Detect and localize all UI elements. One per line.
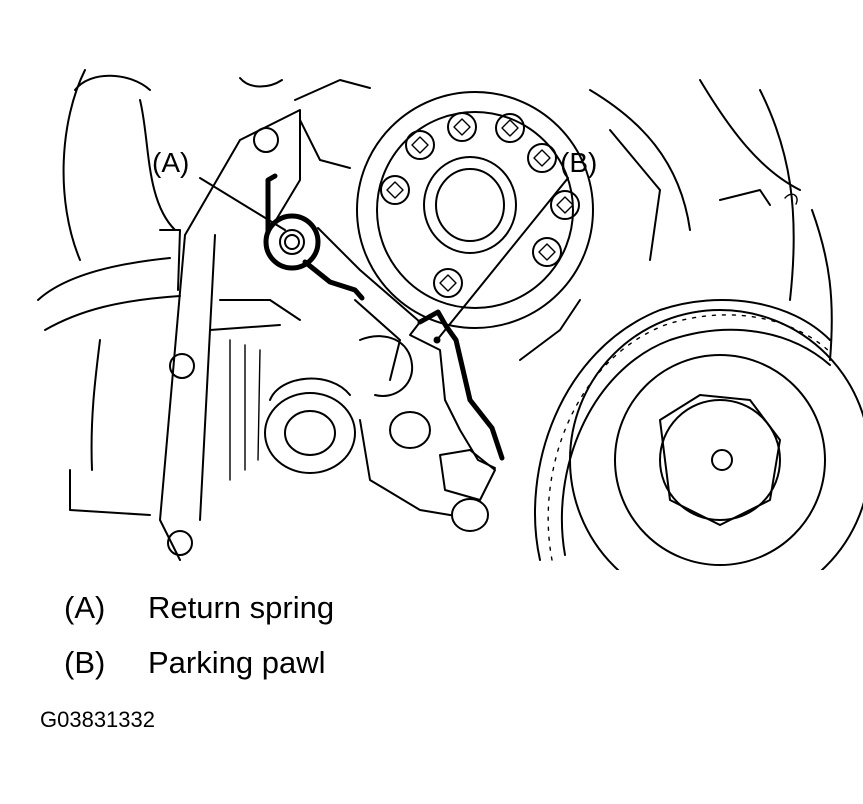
legend-row-b: (B) Parking pawl — [64, 645, 325, 681]
callout-b: (B) — [436, 147, 597, 341]
flange-bolts — [380, 112, 580, 298]
callout-a-label: (A) — [152, 147, 189, 178]
legend-row-a: (A) Return spring — [64, 590, 334, 626]
callout-a: (A) — [152, 147, 286, 231]
lower-shaft — [264, 299, 496, 532]
legend-key-a: (A) — [64, 590, 106, 625]
housing-outline — [37, 69, 371, 516]
legend-label-a: Return spring — [148, 590, 335, 625]
bolted-flange — [356, 91, 594, 329]
return-spring — [263, 173, 421, 323]
right-housing — [519, 79, 833, 361]
legend-key-b: (B) — [64, 645, 106, 680]
transmission-illustration: (A) (B) — [37, 69, 863, 570]
parking-pawl — [359, 309, 505, 469]
legend-label-b: Parking pawl — [148, 645, 326, 680]
case-plate — [159, 109, 301, 561]
callout-b-label: (B) — [560, 147, 597, 178]
figure-id: G03831332 — [40, 707, 155, 732]
ring-gear — [534, 299, 863, 570]
